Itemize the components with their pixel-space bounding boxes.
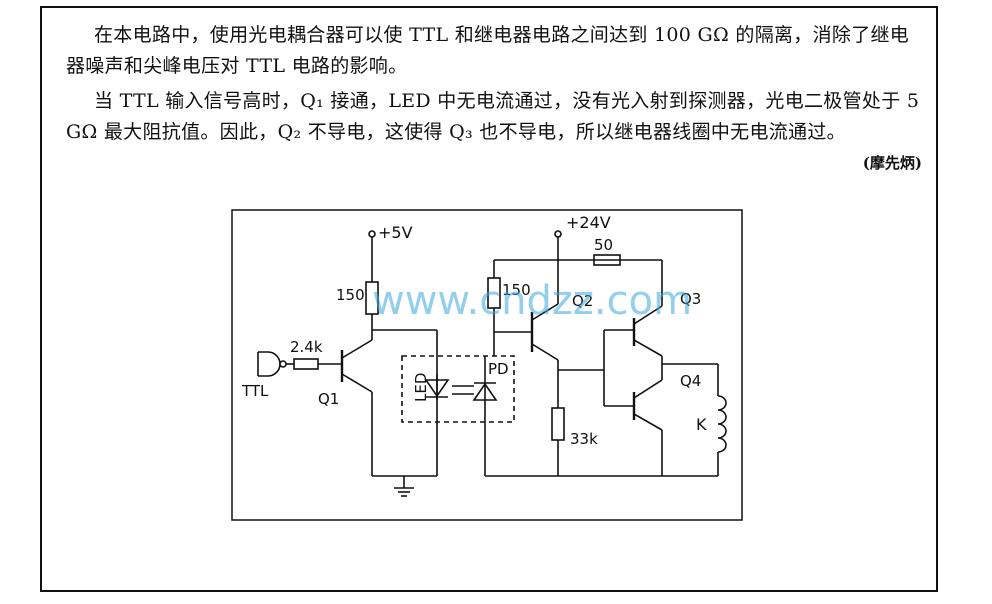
label-r150-left: 150	[336, 286, 365, 304]
v5-terminal	[368, 230, 376, 238]
label-ttl: TTL	[241, 382, 269, 400]
v24-terminal	[554, 230, 562, 238]
page-frame	[40, 6, 938, 592]
label-q3: Q3	[680, 290, 701, 308]
paragraph-2: 当 TTL 输入信号高时，Q₁ 接通，LED 中无电流通过，没有光入射到探测器，…	[66, 90, 920, 143]
label-pd: PD	[488, 360, 509, 378]
label-r50: 50	[594, 236, 613, 254]
resistor-33k	[551, 407, 565, 441]
label-k: K	[696, 415, 707, 434]
watermark: www.cndzz.com	[372, 278, 692, 324]
resistor-2-4k	[293, 358, 319, 370]
label-q4: Q4	[680, 372, 701, 390]
label-r150-right: 150	[502, 281, 531, 299]
label-v5: +5V	[378, 223, 413, 242]
resistor-50	[593, 254, 621, 266]
led-diode	[424, 379, 450, 398]
label-v24: +24V	[566, 213, 611, 232]
relay-coil	[717, 395, 727, 453]
diagram-border	[231, 209, 743, 521]
author: (摩先炳)	[862, 154, 922, 172]
ttl-gate	[258, 351, 281, 377]
optocoupler-box	[401, 355, 515, 423]
label-q2: Q2	[572, 292, 593, 310]
label-r2k4: 2.4k	[290, 338, 323, 356]
label-r33k: 33k	[570, 430, 598, 448]
label-q1: Q1	[318, 390, 339, 408]
paragraph-1: 在本电路中，使用光电耦合器可以使 TTL 和继电器电路之间达到 100 GΩ 的…	[66, 24, 910, 77]
label-led: LED	[412, 373, 430, 402]
